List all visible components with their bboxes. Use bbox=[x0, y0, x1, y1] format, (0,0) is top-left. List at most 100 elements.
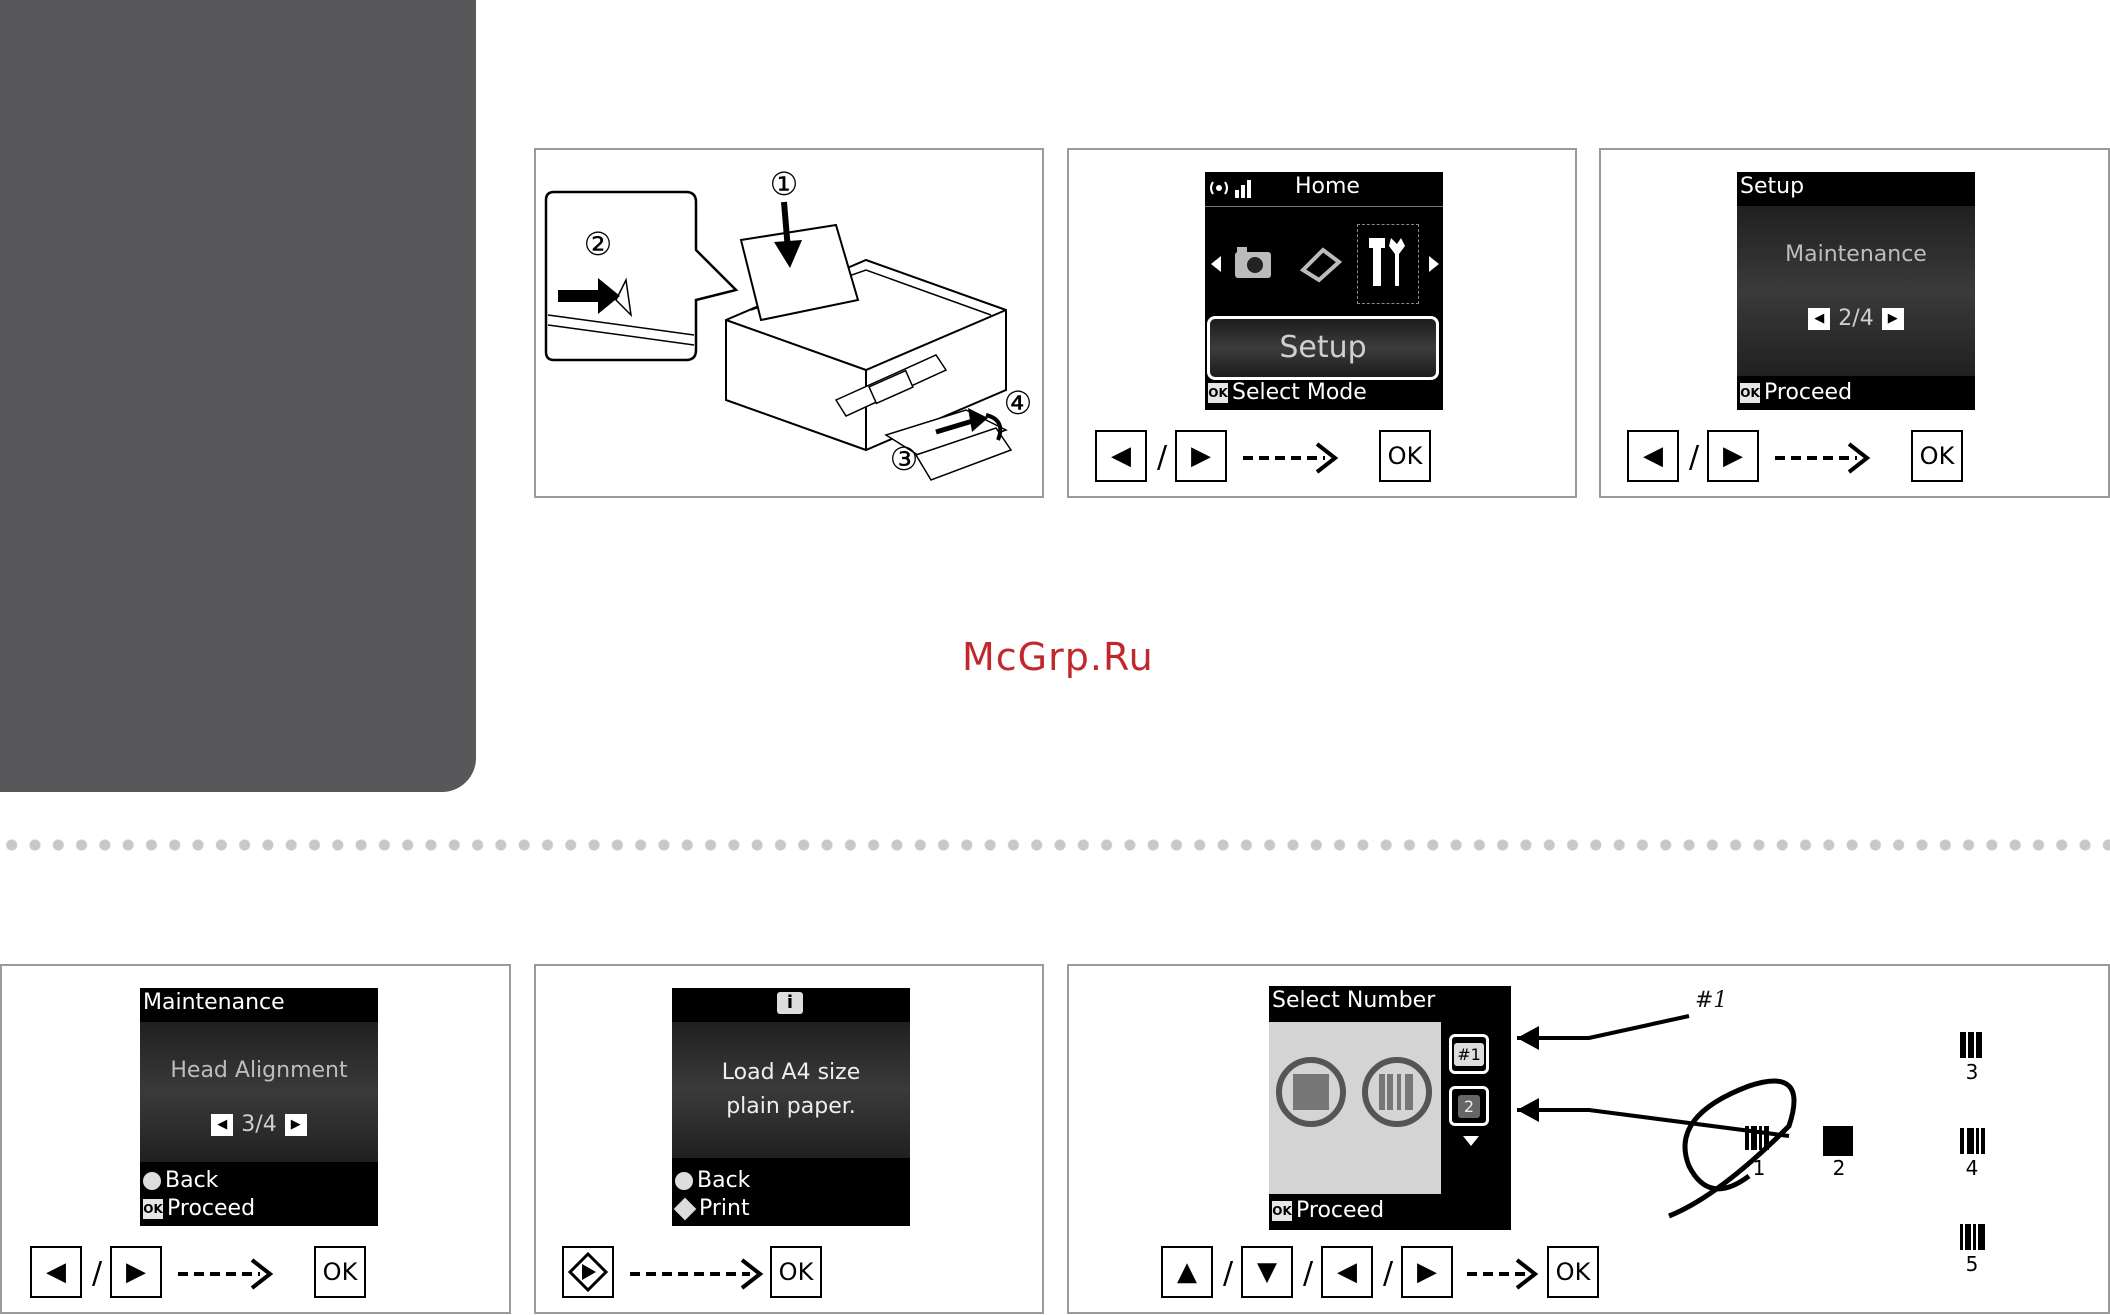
lcd-footer-print: Print bbox=[675, 1196, 750, 1221]
pager-left-icon: ◀ bbox=[1808, 308, 1830, 330]
pager-right-icon: ▶ bbox=[1882, 308, 1904, 330]
lcd-footer-back: Back bbox=[675, 1168, 750, 1193]
ok-chip-icon: OK bbox=[143, 1199, 163, 1219]
setup-tools-icon bbox=[1365, 234, 1411, 290]
dashed-arrow-icon bbox=[1465, 1254, 1541, 1294]
photo-mode-icon bbox=[1231, 244, 1275, 284]
dashed-arrow-icon bbox=[1773, 438, 1873, 478]
dashed-arrow-icon bbox=[1241, 438, 1341, 478]
stop-icon bbox=[143, 1172, 161, 1190]
slash-separator: / bbox=[1303, 1256, 1313, 1291]
slash-separator: / bbox=[1689, 440, 1699, 475]
pattern-label-3: 3 bbox=[1957, 1060, 1987, 1084]
scroll-down-icon bbox=[1463, 1136, 1479, 1146]
right-button[interactable]: ▶ bbox=[1175, 430, 1227, 482]
ok-chip-icon: OK bbox=[1272, 1201, 1292, 1221]
right-button[interactable]: ▶ bbox=[110, 1246, 162, 1298]
pattern-preview-icons bbox=[1269, 1022, 1441, 1194]
scroll-left-icon bbox=[1211, 256, 1221, 272]
printer-illustration: ① ② ③ ④ bbox=[536, 150, 1042, 496]
pattern-label-5: 5 bbox=[1957, 1252, 1987, 1276]
ok-button[interactable]: OK bbox=[1379, 430, 1431, 482]
callout-1: ① bbox=[770, 165, 799, 203]
left-button[interactable]: ◀ bbox=[1321, 1246, 1373, 1298]
lcd-header: Setup bbox=[1740, 174, 1804, 199]
scan-mode-icon bbox=[1299, 244, 1345, 284]
lcd-item-band bbox=[1737, 206, 1975, 376]
callout-2: ② bbox=[584, 225, 613, 263]
badge-1-text: #1 bbox=[1454, 1043, 1484, 1066]
pager-value: 2/4 bbox=[1838, 306, 1873, 331]
callout-4: ④ bbox=[1004, 384, 1033, 422]
slash-separator: / bbox=[92, 1256, 102, 1291]
ok-button[interactable]: OK bbox=[770, 1246, 822, 1298]
badge-2[interactable]: 2 bbox=[1449, 1086, 1489, 1126]
callout-label: #1 bbox=[1695, 988, 1727, 1013]
setup-mode-label: Setup bbox=[1207, 316, 1439, 380]
lcd-item-band bbox=[140, 1022, 378, 1162]
ok-button[interactable]: OK bbox=[1547, 1246, 1599, 1298]
pattern-label-4: 4 bbox=[1957, 1156, 1987, 1180]
ok-chip-icon: OK bbox=[1740, 383, 1760, 403]
lcd-screen-maintenance: Maintenance Head Alignment ◀ 3/4 ▶ Back OK… bbox=[140, 988, 378, 1226]
lcd-message-line1: Load A4 size bbox=[672, 1060, 910, 1085]
slash-separator: / bbox=[1223, 1256, 1233, 1291]
lcd-pager: ◀ 2/4 ▶ bbox=[1737, 306, 1975, 331]
pattern-preview bbox=[1269, 1022, 1441, 1194]
footer-text: Select Mode bbox=[1232, 380, 1367, 405]
left-button[interactable]: ◀ bbox=[30, 1246, 82, 1298]
pattern-label-1: 1 bbox=[1744, 1156, 1774, 1180]
lcd-header: Home bbox=[1295, 174, 1360, 199]
dashed-arrow-icon bbox=[176, 1254, 276, 1294]
lcd-pager: ◀ 3/4 ▶ bbox=[140, 1112, 378, 1137]
lcd-screen-info: i Load A4 size plain paper. Back Print bbox=[672, 988, 910, 1226]
start-button[interactable] bbox=[562, 1246, 614, 1298]
watermark: McGrp.Ru bbox=[962, 635, 1154, 679]
lcd-divider bbox=[1205, 206, 1443, 207]
scroll-right-icon bbox=[1429, 256, 1439, 272]
footer-text: Proceed bbox=[1764, 380, 1852, 405]
footer-back-text: Back bbox=[697, 1168, 750, 1193]
ok-button[interactable]: OK bbox=[1911, 430, 1963, 482]
ok-button[interactable]: OK bbox=[314, 1246, 366, 1298]
up-button[interactable]: ▲ bbox=[1161, 1246, 1213, 1298]
footer-print-text: Print bbox=[699, 1196, 750, 1221]
badge-1[interactable]: #1 bbox=[1449, 1034, 1489, 1074]
slash-separator: / bbox=[1157, 440, 1167, 475]
footer-back-text: Back bbox=[165, 1168, 218, 1193]
chapter-side-tab bbox=[0, 0, 476, 792]
dotted-separator bbox=[0, 838, 2110, 852]
lcd-message-line2: plain paper. bbox=[672, 1094, 910, 1119]
lcd-header: Maintenance bbox=[143, 990, 285, 1015]
right-button[interactable]: ▶ bbox=[1401, 1246, 1453, 1298]
panel-load-paper: ① ② ③ ④ bbox=[534, 148, 1044, 498]
pattern-label-2: 2 bbox=[1824, 1156, 1854, 1180]
ok-chip-icon: OK bbox=[1208, 383, 1228, 403]
info-icon: i bbox=[777, 992, 803, 1014]
right-button[interactable]: ▶ bbox=[1707, 430, 1759, 482]
stop-icon bbox=[675, 1172, 693, 1190]
pager-value: 3/4 bbox=[241, 1112, 276, 1137]
lcd-menu-item: Head Alignment bbox=[140, 1058, 378, 1083]
setup-label-text: Setup bbox=[1279, 330, 1366, 365]
panel-load-a4: i Load A4 size plain paper. Back Print O… bbox=[534, 964, 1044, 1314]
left-button[interactable]: ◀ bbox=[1095, 430, 1147, 482]
start-icon bbox=[674, 1198, 697, 1221]
lcd-message-band bbox=[672, 1022, 910, 1158]
start-diamond-icon bbox=[568, 1252, 608, 1292]
panel-head-alignment: Maintenance Head Alignment ◀ 3/4 ▶ Back OK… bbox=[0, 964, 511, 1314]
badge-2-text: 2 bbox=[1458, 1095, 1480, 1118]
pager-left-icon: ◀ bbox=[211, 1114, 233, 1136]
down-button[interactable]: ▼ bbox=[1241, 1246, 1293, 1298]
left-button[interactable]: ◀ bbox=[1627, 430, 1679, 482]
pager-right-icon: ▶ bbox=[285, 1114, 307, 1136]
footer-text: Proceed bbox=[1296, 1198, 1384, 1223]
callout-3: ③ bbox=[890, 440, 919, 478]
lcd-footer-back: Back bbox=[143, 1168, 218, 1193]
